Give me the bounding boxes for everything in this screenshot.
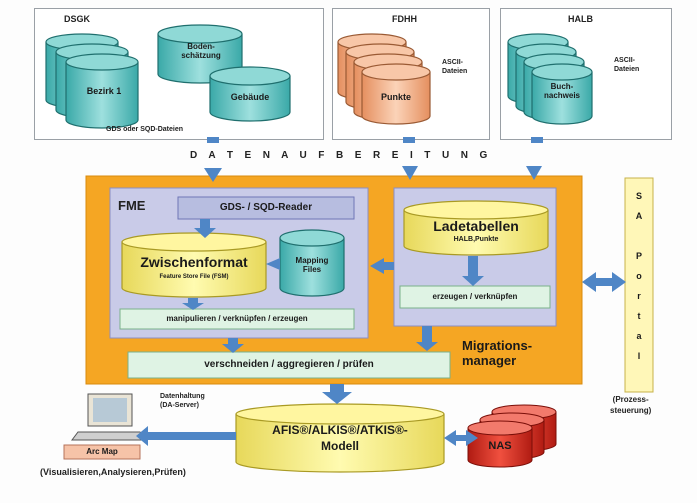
halb-cylinder-stack [507, 33, 593, 125]
dsgk-cylinder-stack [45, 24, 291, 129]
ladetabellen-sub: HALB,Punkte [453, 236, 499, 243]
halb-buchnachweis-label: Buch- nachweis [543, 82, 580, 100]
mapping-files-cylinder [279, 229, 345, 297]
halb-ascii-note: ASCII- Dateien [614, 57, 640, 73]
dsgk-bezirk-label: Bezirk 1 [86, 86, 122, 96]
fdhh-cylinder-stack [337, 33, 431, 125]
source-connectors [207, 137, 543, 143]
dsgk-bodenschaetzung-label: Boden- schätzung [181, 42, 221, 60]
nas-label: NAS [488, 440, 512, 452]
datenhaltung-label: Datenhaltung (DA-Server) [160, 393, 205, 409]
flow-arrows [136, 166, 626, 446]
zwischenformat-sub: Feature Store File (FSM) [159, 274, 229, 280]
computer-icon [71, 393, 147, 441]
ladetabellen-cylinder [403, 200, 549, 256]
zwischenformat-title: Zwischenformat [140, 254, 248, 270]
verschneiden-label: verschneiden / aggregieren / prüfen [204, 359, 374, 370]
fdhh-punkte-label: Punkte [380, 92, 411, 102]
sa-portal-bar [624, 177, 654, 393]
fdhh-ascii-note: ASCII- Dateien [442, 59, 468, 75]
afis-model-label: AFIS®/ALKIS®/ATKIS®- Modell [272, 423, 408, 453]
zwischenformat-cylinder [121, 232, 267, 298]
arcmap-label: Arc Map [86, 447, 118, 456]
sa-portal-label: S A P o r t a l [635, 191, 643, 361]
migrationsmanager-label: Migrations- manager [462, 338, 533, 368]
dsgk-file-note: GDS oder SQD-Dateien [106, 126, 184, 133]
mapping-files-label: Mapping Files [295, 256, 329, 274]
visualisieren-label: (Visualisieren,Analysieren,Prüfen) [40, 467, 186, 477]
halb-title: HALB [568, 14, 593, 24]
ladetabellen-title: Ladetabellen [433, 218, 519, 234]
ladetabellen-bottom-bar [399, 285, 551, 309]
fme-bottom-label: manipulieren / verknüpfen / erzeugen [166, 314, 308, 323]
afis-model-cylinder [235, 403, 445, 473]
prozesssteuerung-label: (Prozess- steuerung) [610, 395, 652, 415]
fme-title: FME [118, 198, 146, 213]
reader-label: GDS- / SQD-Reader [219, 202, 313, 213]
reader-bar [177, 196, 355, 220]
fdhh-title: FDHH [392, 14, 417, 24]
ladetabellen-bottom-label: erzeugen / verknüpfen [432, 292, 518, 301]
verschneiden-bar [127, 351, 451, 379]
dsgk-title: DSGK [64, 14, 91, 24]
dsgk-gebaeude-label: Gebäude [230, 92, 270, 102]
arcmap-box [63, 444, 141, 460]
fme-bottom-bar [119, 308, 355, 330]
datenaufbereitung-label: D A T E N A U F B E R E I T U N G [190, 150, 490, 161]
nas-cylinder-stack [467, 404, 557, 468]
